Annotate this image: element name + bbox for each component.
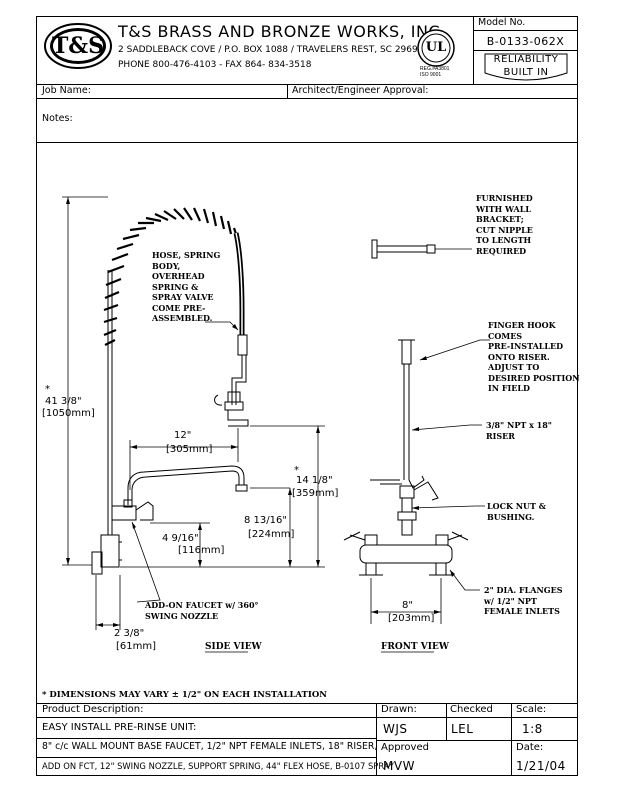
company-logo: T&S <box>44 23 112 69</box>
spout-width-mm: [305mm] <box>166 444 213 455</box>
front-view-caption: FRONT VIEW <box>381 642 449 652</box>
overall-height-in: 41 3/8" <box>45 396 82 407</box>
ul-logo: UL <box>416 28 456 68</box>
depth-mm: [61mm] <box>116 641 157 652</box>
company-phone: PHONE 800-476-4103 - FAX 864- 834-3518 <box>118 60 312 70</box>
scale-value: 1:8 <box>522 722 543 736</box>
depth-in: 2 3/8" <box>114 628 145 639</box>
badge-line-1: RELIABILITY <box>493 54 559 65</box>
product-description-line-3: ADD ON FCT, 12" SWING NOZZLE, SUPPORT SP… <box>42 761 394 771</box>
product-description-line-2: 8" c/c WALL MOUNT BASE FAUCET, 1/2" NPT … <box>42 741 378 752</box>
iso-label: ISO 9001 <box>420 72 442 78</box>
approved-value: MVW <box>383 759 415 773</box>
badge-line-2: BUILT IN <box>503 67 549 78</box>
model-number: B-0133-062X <box>486 35 565 48</box>
spout-height-mm: [359mm] <box>292 488 339 499</box>
center-distance-mm: [203mm] <box>388 613 435 624</box>
date-value: 1/21/04 <box>516 759 566 773</box>
approved-label: Approved <box>381 742 429 753</box>
scale-label: Scale: <box>516 704 547 715</box>
overall-height-mm: [1050mm] <box>42 408 95 419</box>
overall-height-marker: * <box>45 384 50 395</box>
support-spring <box>103 207 240 346</box>
reliability-badge: RELIABILITY BUILT IN <box>484 53 568 83</box>
model-label: Model No. <box>478 17 526 28</box>
job-name-field[interactable]: Job Name: <box>42 85 91 96</box>
checked-value: LEL <box>451 722 474 736</box>
product-description-line-1: EASY INSTALL PRE-RINSE UNIT: <box>42 722 197 733</box>
dimension-footnote: * DIMENSIONS MAY VARY ± 1/2" ON EACH INS… <box>42 690 328 700</box>
center-distance-in: 8" <box>402 600 413 611</box>
addon-faucet-note: ADD-ON FAUCET w/ 360°SWING NOZZLE <box>145 600 259 621</box>
nozzle-height-in: 4 9/16" <box>162 533 199 544</box>
notes-field[interactable]: Notes: <box>42 113 73 124</box>
drawn-value: WJS <box>383 722 408 736</box>
date-label: Date: <box>516 742 544 753</box>
logo-text: T&S <box>51 33 105 59</box>
drawing-sheet <box>36 16 578 776</box>
reg-number: REG.#A3801 <box>420 66 450 72</box>
nozzle-height-mm: [116mm] <box>178 545 225 556</box>
side-view-caption: SIDE VIEW <box>205 642 262 652</box>
locknut-note: LOCK NUT &BUSHING. <box>487 501 546 522</box>
company-name: T&S BRASS AND BRONZE WORKS, INC. <box>118 22 446 41</box>
drawn-label: Drawn: <box>381 704 417 715</box>
company-address: 2 SADDLEBACK COVE / P.O. BOX 1088 / TRAV… <box>118 45 424 55</box>
spout-height-in: 14 1/8" <box>296 475 333 486</box>
riser-note: 3/8" NPT x 18"RISER <box>486 420 552 441</box>
spout-width-in: 12" <box>174 430 192 441</box>
product-description-label: Product Description: <box>42 704 144 715</box>
ul-logo-text: UL <box>425 40 447 55</box>
outlet-height-in: 8 13/16" <box>244 515 287 526</box>
outlet-height-mm: [224mm] <box>248 529 295 540</box>
spout-height-marker: * <box>294 465 299 476</box>
architect-approval-field[interactable]: Architect/Engineer Approval: <box>292 85 429 96</box>
checked-label: Checked <box>450 704 493 715</box>
